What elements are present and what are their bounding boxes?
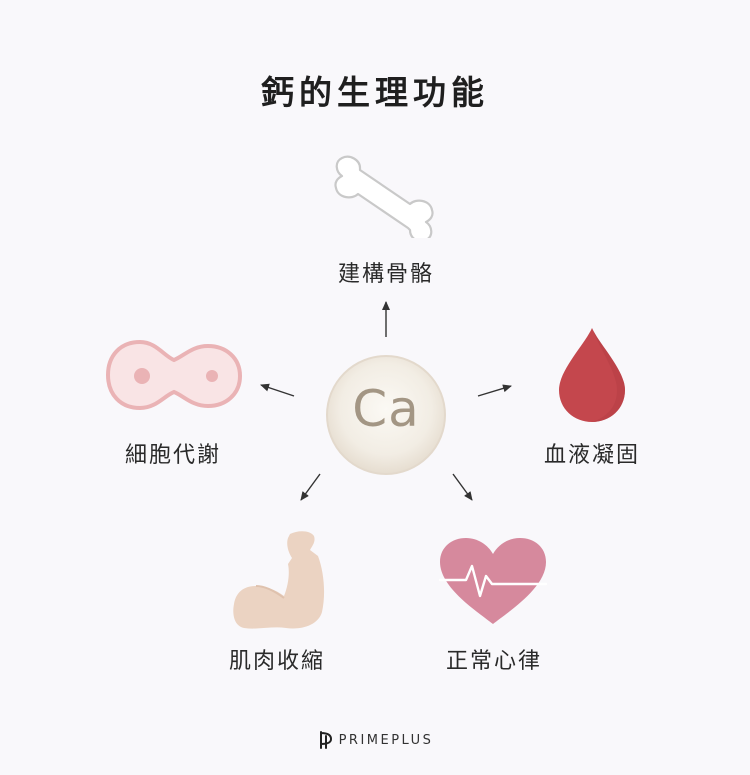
node-label-muscle: 肌肉收縮 [228,649,325,674]
arrow-left [260,383,295,397]
blood-drop-icon [559,328,625,422]
node-label-heart: 正常心律 [445,649,542,674]
muscle-arm-icon [233,531,325,629]
node-label-blood: 血液凝固 [543,443,640,468]
calcium-symbol: Ca [352,380,420,438]
node-label-cell: 細胞代謝 [124,443,221,468]
brand-name: PRIMEPLUS [338,732,434,748]
page-title: 鈣的生理功能 [261,73,489,112]
arrow-right [477,384,512,397]
arrow-down-left [300,473,321,501]
heart-icon [438,538,548,624]
primeplus-logo-icon [319,731,332,749]
bone-icon [334,155,434,238]
cell-icon [105,339,243,411]
calcium-circle [326,355,446,475]
brand: PRIMEPLUS [0,730,750,750]
node-label-bone: 建構骨骼 [337,262,434,287]
arrow-down-right [452,473,473,501]
